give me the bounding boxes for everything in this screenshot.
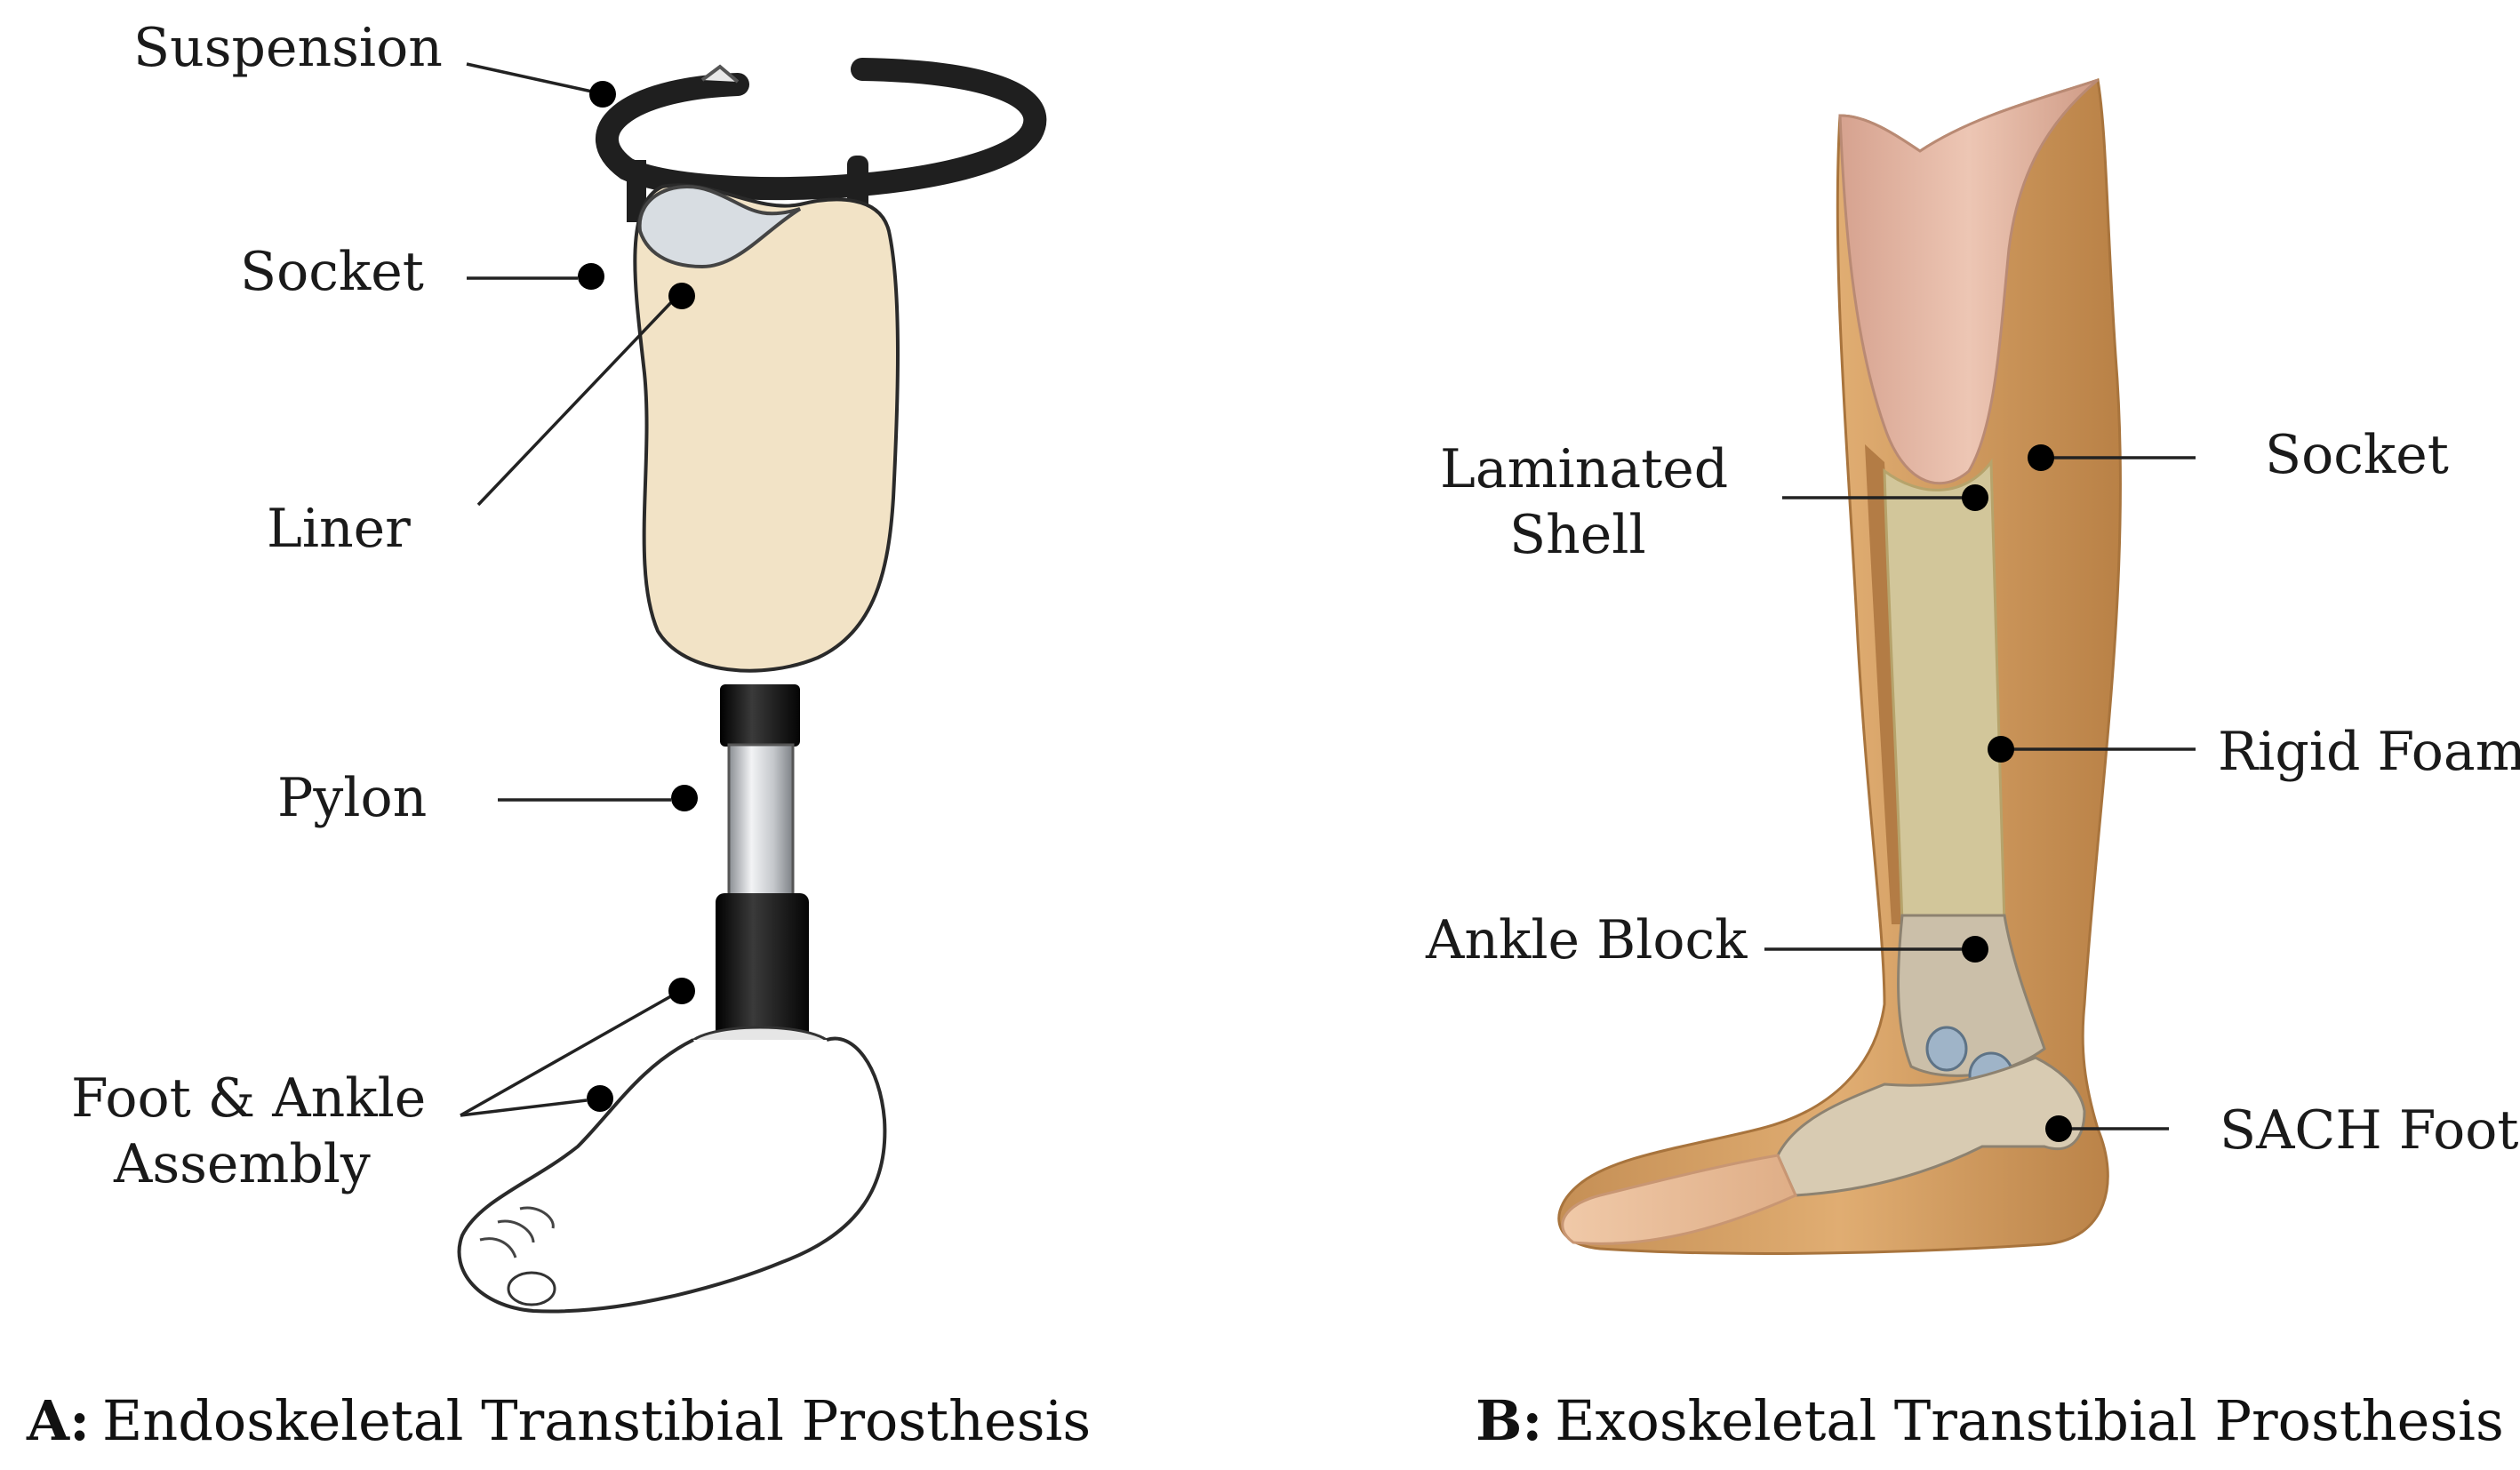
- label-laminated-line2: Shell: [1509, 504, 1646, 566]
- leader-foot-upper: [460, 992, 676, 1117]
- caption-b-text: Exoskeletal Transtibial Prosthesis: [1555, 1388, 2504, 1453]
- leader-liner: [476, 296, 677, 507]
- label-ankle-block: Ankle Block: [1425, 909, 1748, 971]
- panel-b: Laminated Shell Socket Rigid Foam Ankle …: [1425, 78, 2520, 1453]
- caption-a: A:Endoskeletal Transtibial Prosthesis: [26, 1388, 1091, 1453]
- pylon-adapter-top: [720, 684, 800, 747]
- caption-a-key: A:: [26, 1388, 90, 1453]
- marker-foot-lower: [587, 1085, 613, 1112]
- ankle-bolt-1: [1925, 1026, 1968, 1072]
- label-socket-b: Socket: [2265, 424, 2449, 486]
- marker-rigid-foam: [1988, 736, 2014, 763]
- liner-shape: [637, 185, 802, 269]
- label-suspension: Suspension: [133, 17, 443, 79]
- marker-suspension: [589, 81, 616, 108]
- label-sach-foot: SACH Foot: [2220, 1099, 2518, 1162]
- caption-b-key: B:: [1476, 1388, 1542, 1453]
- pylon-adapter-bottom: [716, 893, 809, 1053]
- label-laminated-line1: Laminated: [1440, 438, 1728, 500]
- marker-laminated: [1962, 484, 1988, 511]
- rigid-foam-core: [1883, 458, 2006, 926]
- socket-inner-b: [1838, 78, 2099, 485]
- label-rigid-foam: Rigid Foam: [2218, 721, 2520, 783]
- label-pylon: Pylon: [277, 767, 427, 829]
- sach-foot-shape: [1776, 1056, 2086, 1197]
- caption-a-text: Endoskeletal Transtibial Prosthesis: [102, 1388, 1091, 1453]
- label-socket-a: Socket: [240, 241, 424, 303]
- label-foot-line1: Foot & Ankle: [71, 1067, 426, 1130]
- socket-shape: [633, 183, 900, 673]
- panel-a: Suspension Socket Liner Pylon Foot & Ank…: [26, 17, 1091, 1453]
- label-foot-line2: Assembly: [113, 1133, 371, 1195]
- marker-pylon: [671, 785, 698, 811]
- foot-shape: [457, 1026, 887, 1314]
- marker-foot-upper: [668, 978, 695, 1004]
- leader-suspension: [466, 62, 601, 95]
- marker-socket-a: [578, 263, 604, 290]
- marker-liner: [668, 283, 695, 309]
- marker-socket-b: [2028, 444, 2054, 471]
- caption-b: B:Exoskeletal Transtibial Prosthesis: [1476, 1388, 2504, 1453]
- label-liner: Liner: [267, 498, 411, 560]
- marker-ankle-block: [1962, 936, 1988, 963]
- leader-foot-lower: [460, 1099, 588, 1117]
- pylon-tube: [727, 743, 795, 902]
- marker-sach-foot: [2045, 1115, 2072, 1142]
- foot-cover-b: [1561, 1154, 1797, 1245]
